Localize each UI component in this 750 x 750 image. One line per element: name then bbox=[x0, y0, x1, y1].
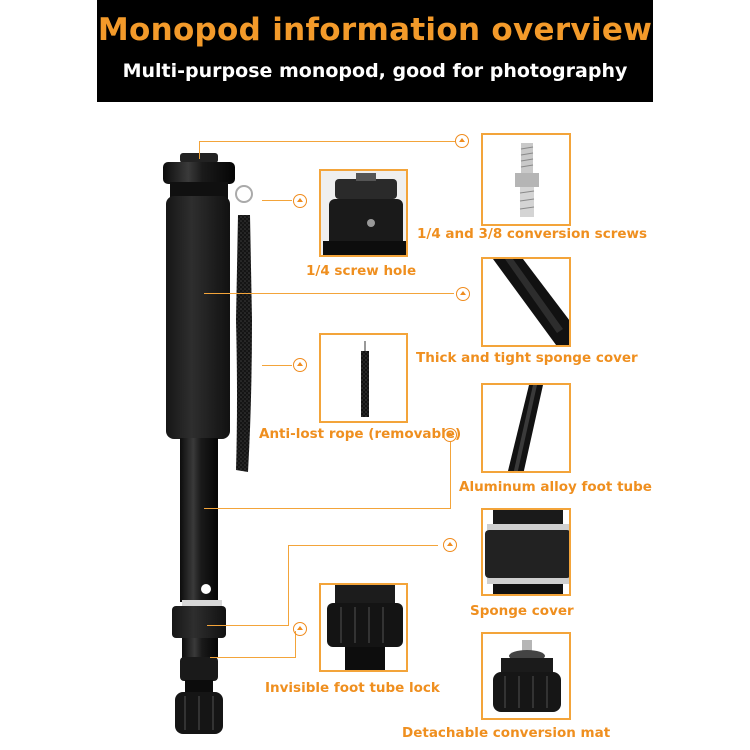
chevron-up-circle-icon bbox=[443, 538, 457, 552]
sponge-cover-photo bbox=[481, 257, 571, 347]
leader-line bbox=[204, 508, 451, 509]
label-conversion-mat: Detachable conversion mat bbox=[402, 725, 611, 741]
label-conversion-screws: 1/4 and 3/8 conversion screws bbox=[417, 226, 648, 242]
leader-line bbox=[295, 631, 296, 658]
anti-lost-rope-photo bbox=[319, 333, 408, 423]
leader-line bbox=[288, 545, 289, 625]
conversion-screws-photo bbox=[481, 133, 571, 226]
foot-lock bbox=[180, 657, 218, 681]
leader-line bbox=[210, 657, 295, 658]
leader-line bbox=[288, 545, 438, 546]
leader-line bbox=[204, 293, 454, 294]
label-sponge-cover-top: Thick and tight sponge cover bbox=[416, 350, 638, 366]
label-sponge-cover-lower: Sponge cover bbox=[470, 603, 574, 619]
leader-line bbox=[199, 141, 200, 159]
leader-line bbox=[262, 200, 292, 201]
screw-hole-photo bbox=[319, 169, 408, 257]
conversion-mat-photo bbox=[481, 632, 571, 720]
leader-line bbox=[450, 442, 451, 509]
aluminum-tube-photo bbox=[481, 383, 571, 473]
aluminum-tube bbox=[180, 438, 218, 602]
chevron-up-circle-icon bbox=[293, 358, 307, 372]
chevron-up-circle-icon bbox=[455, 134, 469, 148]
label-anti-lost-rope: Anti-lost rope (removable) bbox=[259, 426, 462, 442]
sponge-cover-lower-photo bbox=[481, 508, 571, 596]
lower-sponge bbox=[172, 606, 226, 638]
label-screw-hole: 1/4 screw hole bbox=[306, 263, 417, 279]
chevron-up-circle-icon bbox=[293, 194, 307, 208]
head-knob bbox=[163, 162, 235, 184]
strap-ring bbox=[235, 185, 253, 203]
label-foot-tube-lock: Invisible foot tube lock bbox=[265, 680, 440, 696]
leader-line bbox=[207, 625, 289, 626]
sponge-grip bbox=[166, 196, 230, 439]
anti-lost-rope bbox=[236, 215, 252, 472]
leader-line bbox=[262, 365, 292, 366]
chevron-up-circle-icon bbox=[456, 287, 470, 301]
label-foot-tube: Aluminum alloy foot tube bbox=[459, 479, 652, 495]
foot-tube-lock-photo bbox=[319, 583, 408, 672]
chevron-up-circle-icon bbox=[443, 428, 457, 442]
page-title: Monopod information overview bbox=[97, 12, 653, 48]
leader-line bbox=[199, 141, 455, 142]
header-banner: Monopod information overview Multi-purpo… bbox=[97, 0, 653, 102]
chevron-up-circle-icon bbox=[293, 622, 307, 636]
page-subtitle: Multi-purpose monopod, good for photogra… bbox=[122, 60, 628, 82]
